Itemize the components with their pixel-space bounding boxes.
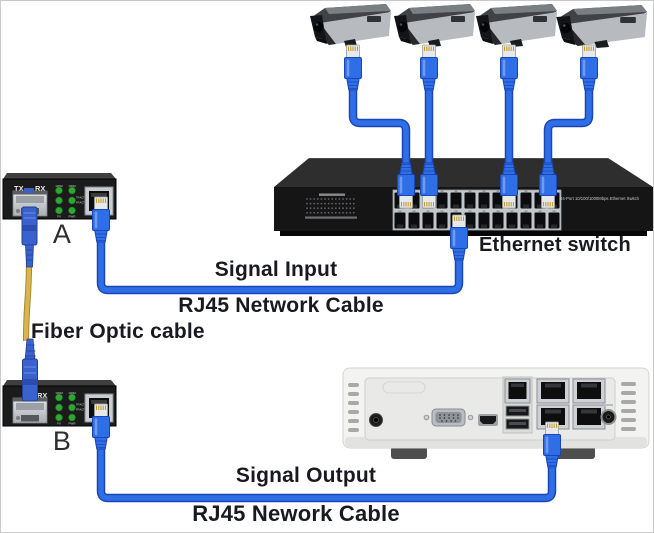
- svg-text:TP/ACT: TP/ACT: [76, 404, 85, 407]
- power-jack: [369, 413, 383, 427]
- svg-text:PWR: PWR: [69, 215, 77, 219]
- rx-label: RX: [35, 184, 45, 193]
- camera-cables: [348, 87, 594, 165]
- power-input: [600, 404, 617, 425]
- camera-2-icon: [394, 4, 475, 47]
- camera-4-icon: [556, 5, 648, 48]
- lan-usb-column: [502, 376, 533, 434]
- camera-1-icon: [310, 4, 391, 47]
- switch-bottom-plug: [449, 214, 469, 261]
- rj45-network-cable-label: RJ45 Network Cable: [178, 294, 384, 317]
- fiber-connector-a: [21, 188, 38, 268]
- svg-text:FX: FX: [57, 422, 61, 426]
- svg-text:100M: 100M: [55, 184, 63, 188]
- svg-text:FX: FX: [57, 215, 61, 219]
- fiber-optic-cable: [21, 188, 38, 402]
- nvr-logo-badge: [382, 381, 426, 394]
- converter-b-plug: [91, 403, 111, 450]
- camera-plug-4: [579, 44, 599, 91]
- nvr-vents-right: [621, 382, 636, 431]
- camera-cable-1: [348, 87, 411, 165]
- switch-port-bank: [392, 189, 562, 231]
- svg-text:100M: 100M: [55, 391, 63, 395]
- svg-text:FP/ACT: FP/ACT: [76, 202, 85, 205]
- nvr-vents-left: [348, 383, 359, 432]
- svg-text:FP/ACT: FP/ACT: [76, 409, 85, 412]
- tx-label: TX: [14, 184, 24, 193]
- signal-input-cable: [96, 238, 464, 295]
- led-indicators: 100M 100M TP/ACT FP/ACT FX PWR: [55, 184, 85, 219]
- led-indicators: 100M 100M TP/ACT FP/ACT FX PWR: [55, 391, 85, 426]
- svg-text:100M: 100M: [68, 391, 76, 395]
- signal-input-label: Signal Input: [214, 258, 338, 281]
- svg-text:TP/ACT: TP/ACT: [76, 197, 85, 200]
- svg-text:PWR: PWR: [69, 422, 77, 426]
- rj45-nework-cable-label: RJ45 Nework Cable: [192, 501, 400, 526]
- svg-text:100M: 100M: [68, 184, 76, 188]
- switch-led-grid: [305, 193, 357, 219]
- camera-plug-2: [419, 44, 439, 91]
- converter-a-plug: [91, 196, 111, 243]
- signal-output-cable: [96, 445, 557, 503]
- camera-3-icon: [476, 4, 557, 47]
- rx-label: RX: [37, 391, 47, 400]
- camera-plug-3: [499, 44, 519, 91]
- vga-port: [423, 408, 474, 427]
- sc-fiber-port: [12, 397, 48, 424]
- fiber-connector-b: [22, 338, 38, 402]
- camera-cable-4: [543, 87, 594, 165]
- signal-output-label: Signal Output: [235, 464, 377, 487]
- switch-top-face: [274, 158, 653, 187]
- fiber-optic-cable-label: Fiber Optic cable: [31, 320, 205, 343]
- hdmi-port: [478, 414, 498, 426]
- camera-plug-1: [343, 44, 363, 91]
- switch-panel-text: 24-Port 10/100/1000Mbps Ethernet Switch: [560, 196, 640, 201]
- ethernet-switch-label: Ethernet switch: [479, 234, 631, 256]
- converter-b-label: B: [52, 426, 72, 456]
- nvr: [342, 367, 650, 459]
- converter-a-label: A: [52, 219, 72, 249]
- nvr-plug: [542, 421, 562, 468]
